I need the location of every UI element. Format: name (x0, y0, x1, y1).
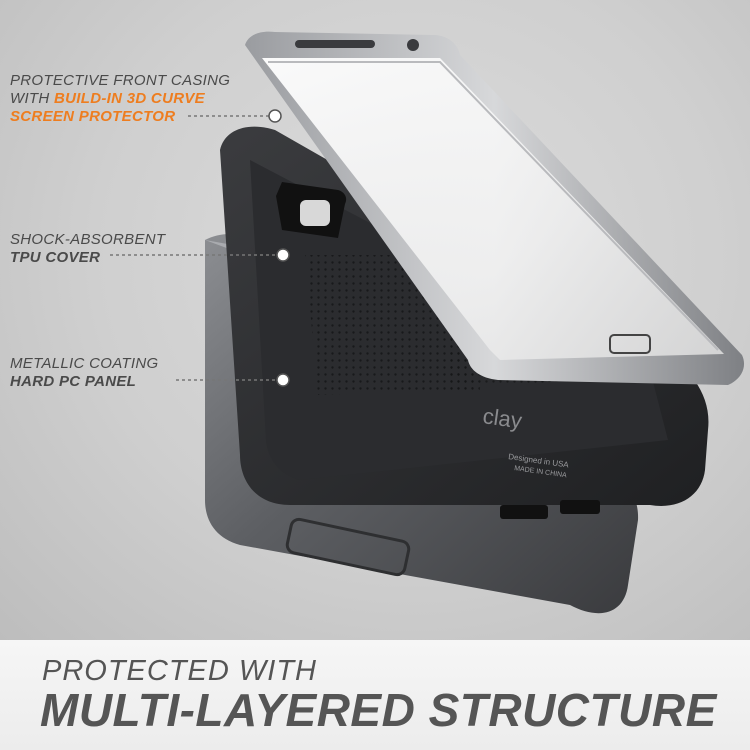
callout-tpu-line2: TPU COVER (10, 249, 101, 266)
callout-front-highlight: BUILD-IN 3D CURVE (54, 90, 205, 107)
bottom-banner (0, 640, 750, 750)
callout-front-prefix: WITH (10, 90, 54, 107)
banner-headline-small: PROTECTED WITH (42, 655, 317, 687)
front-casing (245, 31, 745, 386)
case-layers-illustration: clay Designed in USA MADE IN CHINA (110, 31, 745, 614)
callout-front-casing: PROTECTIVE FRONT CASING WITH BUILD-IN 3D… (10, 72, 230, 126)
banner-headline-large: MULTI-LAYERED STRUCTURE (40, 684, 717, 736)
marker-front (268, 109, 282, 123)
callout-tpu-line1: SHOCK-ABSORBENT (10, 231, 166, 248)
callout-pc-panel: METALLIC COATING HARD PC PANEL (10, 355, 158, 391)
marker-tpu (276, 248, 290, 262)
callout-tpu-cover: SHOCK-ABSORBENT TPU COVER (10, 231, 165, 267)
product-scene: clay Designed in USA MADE IN CHINA PROTE… (0, 0, 750, 640)
callout-front-line1: PROTECTIVE FRONT CASING (10, 72, 231, 89)
callout-pc-line1: METALLIC COATING (10, 355, 159, 372)
marker-pc (276, 373, 290, 387)
callout-front-line3: SCREEN PROTECTOR (10, 108, 176, 125)
callout-pc-line2: HARD PC PANEL (10, 373, 137, 390)
brand-text: clay (481, 403, 523, 433)
callout-front-line2: WITH BUILD-IN 3D CURVE (10, 90, 230, 108)
